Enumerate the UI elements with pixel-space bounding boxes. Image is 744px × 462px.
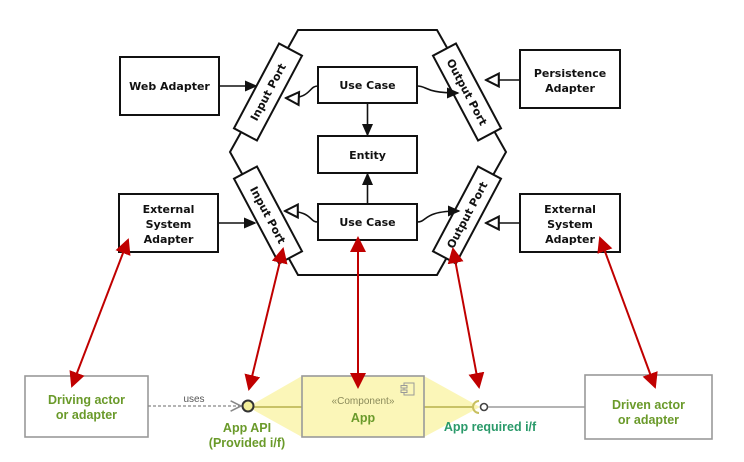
- usecase-bottom-to-outputport-arrow: [416, 205, 461, 223]
- app-api-label: App API: [223, 421, 271, 435]
- component-stereotype: «Component»: [332, 396, 395, 407]
- output-port-bottom[interactable]: Output Port: [431, 165, 503, 265]
- external-left-label-2: System: [146, 218, 192, 231]
- app-api-lollipop[interactable]: [241, 399, 255, 413]
- mapping-arrow-required: [447, 247, 485, 389]
- hexagon-outline: [228, 29, 508, 276]
- persistence-adapter-label-2: Adapter: [545, 82, 595, 95]
- usecase-bottom-to-inputport-arrow: [285, 211, 319, 223]
- use-case-top[interactable]: Use Case: [317, 66, 418, 104]
- external-right-label-3: Adapter: [545, 233, 595, 246]
- external-right-label-2: System: [547, 218, 593, 231]
- driving-actor-box[interactable]: Driving actor or adapter: [24, 375, 149, 438]
- app-component[interactable]: «Component» App: [301, 375, 425, 438]
- web-adapter-label: Web Adapter: [129, 80, 210, 93]
- external-left-label-3: Adapter: [144, 233, 194, 246]
- entity-label: Entity: [349, 149, 386, 162]
- driving-label-2: or adapter: [56, 408, 117, 422]
- uses-label: uses: [183, 394, 204, 405]
- component-name: App: [351, 411, 376, 425]
- mapping-arrow-api: [244, 247, 288, 391]
- usecase-to-inputport-arrow: [286, 85, 319, 98]
- external-right-label-1: External: [544, 203, 596, 216]
- input-port-top[interactable]: Input Port: [232, 42, 304, 142]
- mapping-arrow-driving: [69, 238, 131, 388]
- driven-actor-box[interactable]: Driven actor or adapter: [584, 374, 713, 440]
- app-required-socket[interactable]: [472, 400, 480, 414]
- external-system-adapter-right[interactable]: External System Adapter: [519, 193, 621, 253]
- driving-label-1: Driving actor: [48, 393, 125, 407]
- web-adapter[interactable]: Web Adapter: [119, 56, 220, 116]
- app-required-label: App required i/f: [444, 420, 537, 434]
- mapping-arrow-driven: [597, 236, 658, 389]
- use-case-bottom-label: Use Case: [339, 216, 395, 229]
- entity[interactable]: Entity: [317, 135, 418, 174]
- component-icon: [400, 382, 415, 396]
- driven-label-1: Driven actor: [612, 398, 685, 412]
- use-case-top-label: Use Case: [339, 79, 395, 92]
- driven-label-2: or adapter: [618, 413, 679, 427]
- app-api-provided-label: (Provided i/f): [209, 436, 285, 450]
- external-system-adapter-left[interactable]: External System Adapter: [118, 193, 219, 253]
- persistence-adapter[interactable]: Persistence Adapter: [519, 49, 621, 109]
- required-interface-ball: [479, 402, 489, 412]
- persistence-adapter-label-1: Persistence: [534, 67, 606, 80]
- use-case-bottom[interactable]: Use Case: [317, 203, 418, 241]
- usecase-to-outputport-arrow: [416, 85, 460, 99]
- external-left-label-1: External: [143, 203, 195, 216]
- input-port-bottom[interactable]: Input Port: [232, 165, 304, 265]
